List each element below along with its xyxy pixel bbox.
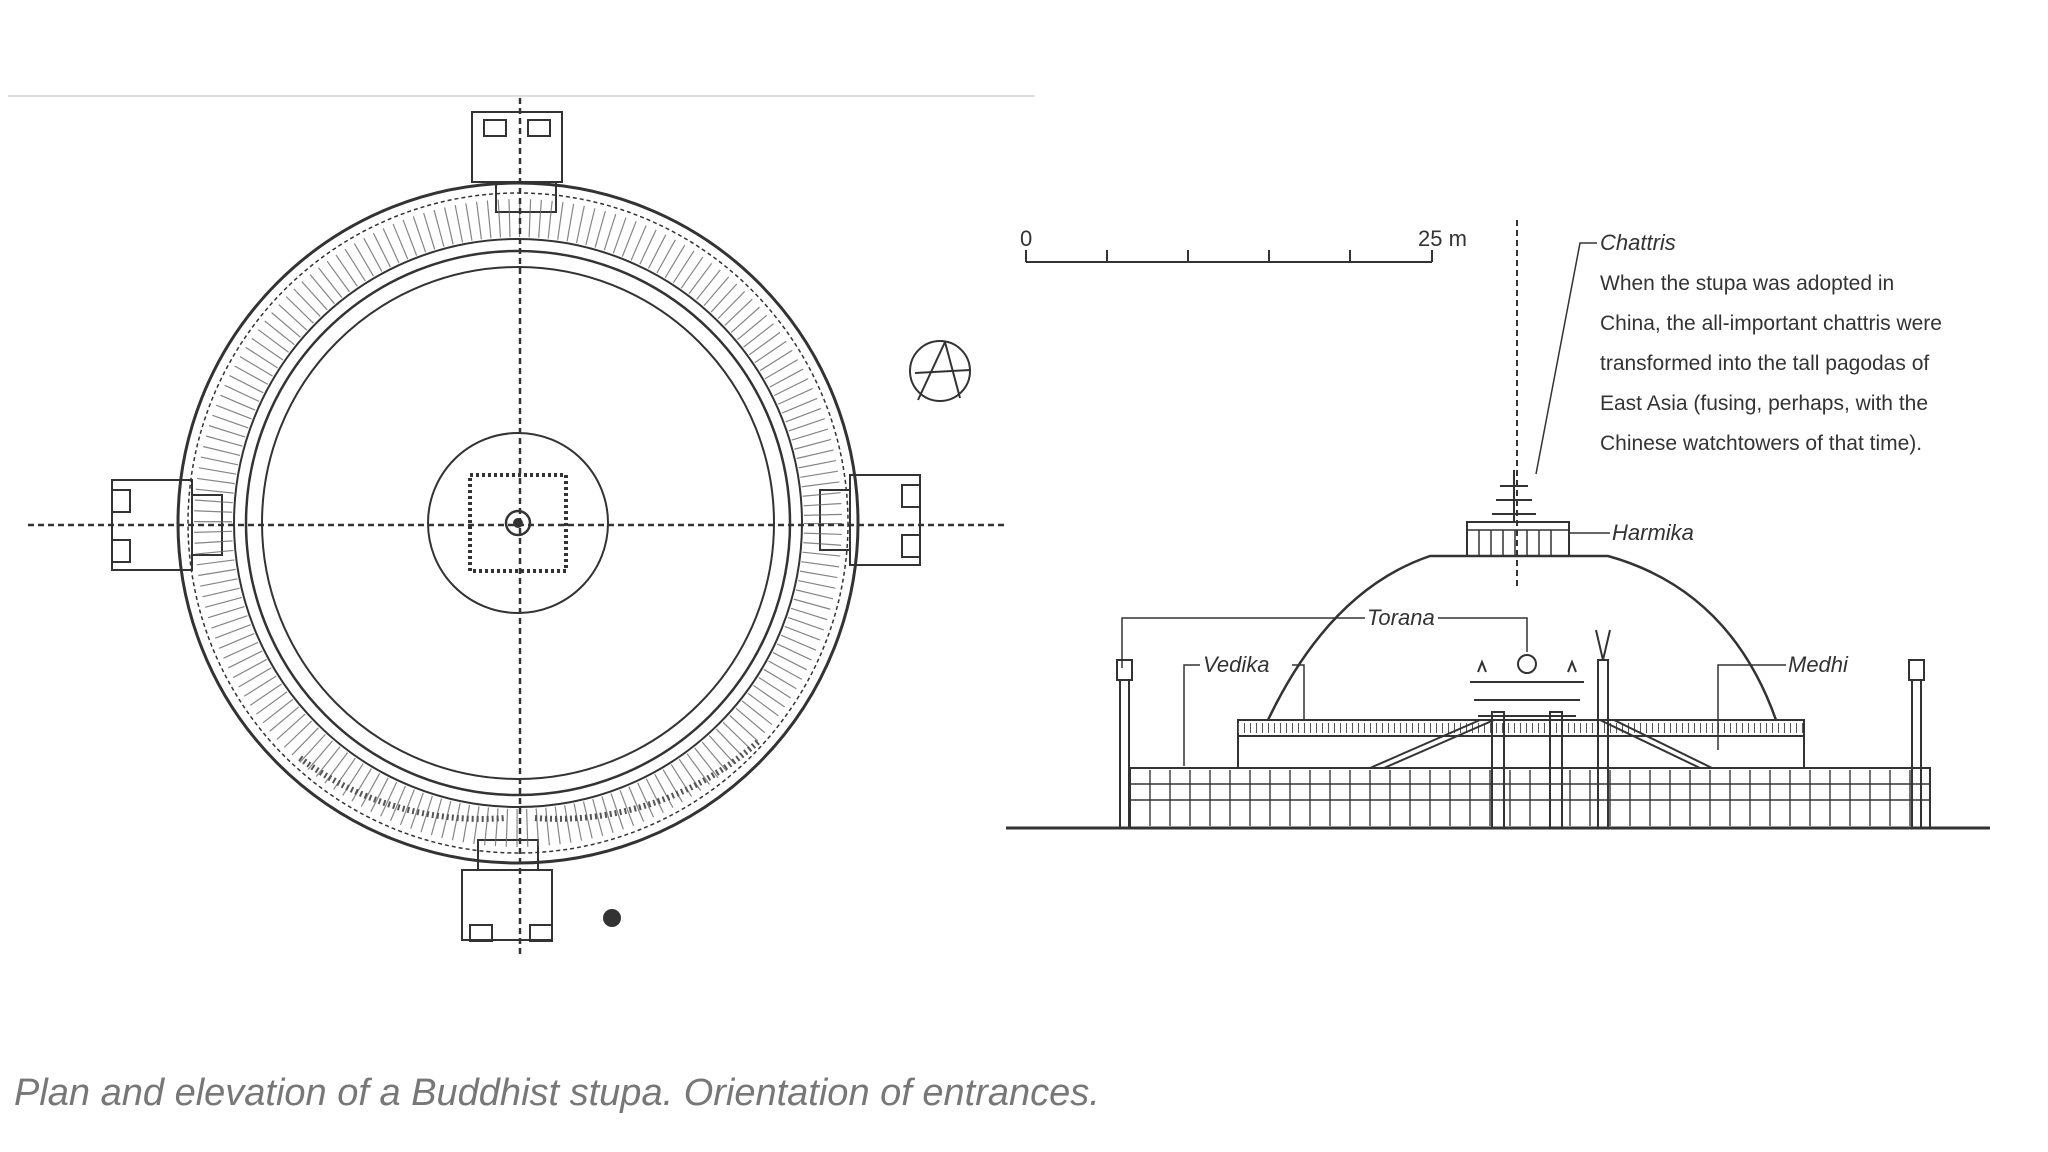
plan-radial-hatching (194, 199, 842, 847)
label-medhi: Medhi (1788, 652, 1849, 677)
plan-terrace-edge (233, 238, 803, 808)
stupa-elevation (1006, 220, 1990, 830)
note-line-3: transformed into the tall pagodas of (1600, 352, 1929, 375)
label-chattris: Chattris (1600, 230, 1676, 255)
elevation-pillars (1116, 629, 1925, 829)
label-torana: Torana (1367, 605, 1435, 630)
plan-gateway-north (471, 111, 563, 213)
leader-torana (1121, 617, 1528, 668)
leader-chattris (1535, 242, 1597, 475)
plan-stairway-right (534, 737, 763, 822)
label-vedika: Vedika (1203, 652, 1269, 677)
plan-outer-railing-inner (187, 192, 849, 854)
plan-marker-dot (603, 909, 621, 927)
figure-caption: Plan and elevation of a Buddhist stupa. … (14, 1072, 1100, 1114)
elevation-torana (1470, 654, 1584, 829)
scale-start-label: 0 (1020, 226, 1032, 251)
stupa-plan (8, 95, 1035, 958)
chattris-note: When the stupa was adopted in China, the… (1600, 272, 1942, 455)
elevation-railing-posts (1149, 770, 1911, 826)
note-line-5: Chinese watchtowers of that time). (1600, 432, 1922, 455)
scale-bar (1025, 250, 1433, 263)
note-line-1: When the stupa was adopted in (1600, 272, 1894, 295)
leader-vedika (1183, 664, 1305, 766)
north-arrow-icon (909, 340, 971, 402)
note-line-2: China, the all-important chattris were (1600, 312, 1942, 335)
label-harmika: Harmika (1612, 520, 1694, 545)
plan-drum (244, 249, 792, 797)
plan-gateway-east (819, 474, 921, 566)
plan-center-ring (504, 509, 532, 537)
elevation-dome (1266, 554, 1778, 721)
plan-gateway-south (461, 839, 553, 942)
plan-central-circle (427, 432, 609, 614)
elevation-stairway (1369, 719, 1713, 769)
plan-dome-base (261, 266, 775, 780)
plan-outer-railing (176, 181, 860, 865)
leader-medhi (1717, 664, 1786, 750)
plan-stairway-left (298, 755, 506, 822)
note-line-4: East Asia (fusing, perhaps, with the (1600, 392, 1928, 415)
elevation-chattris (1492, 470, 1536, 522)
scale-end-label: 25 m (1418, 226, 1467, 251)
plan-harmika-square (468, 473, 568, 573)
